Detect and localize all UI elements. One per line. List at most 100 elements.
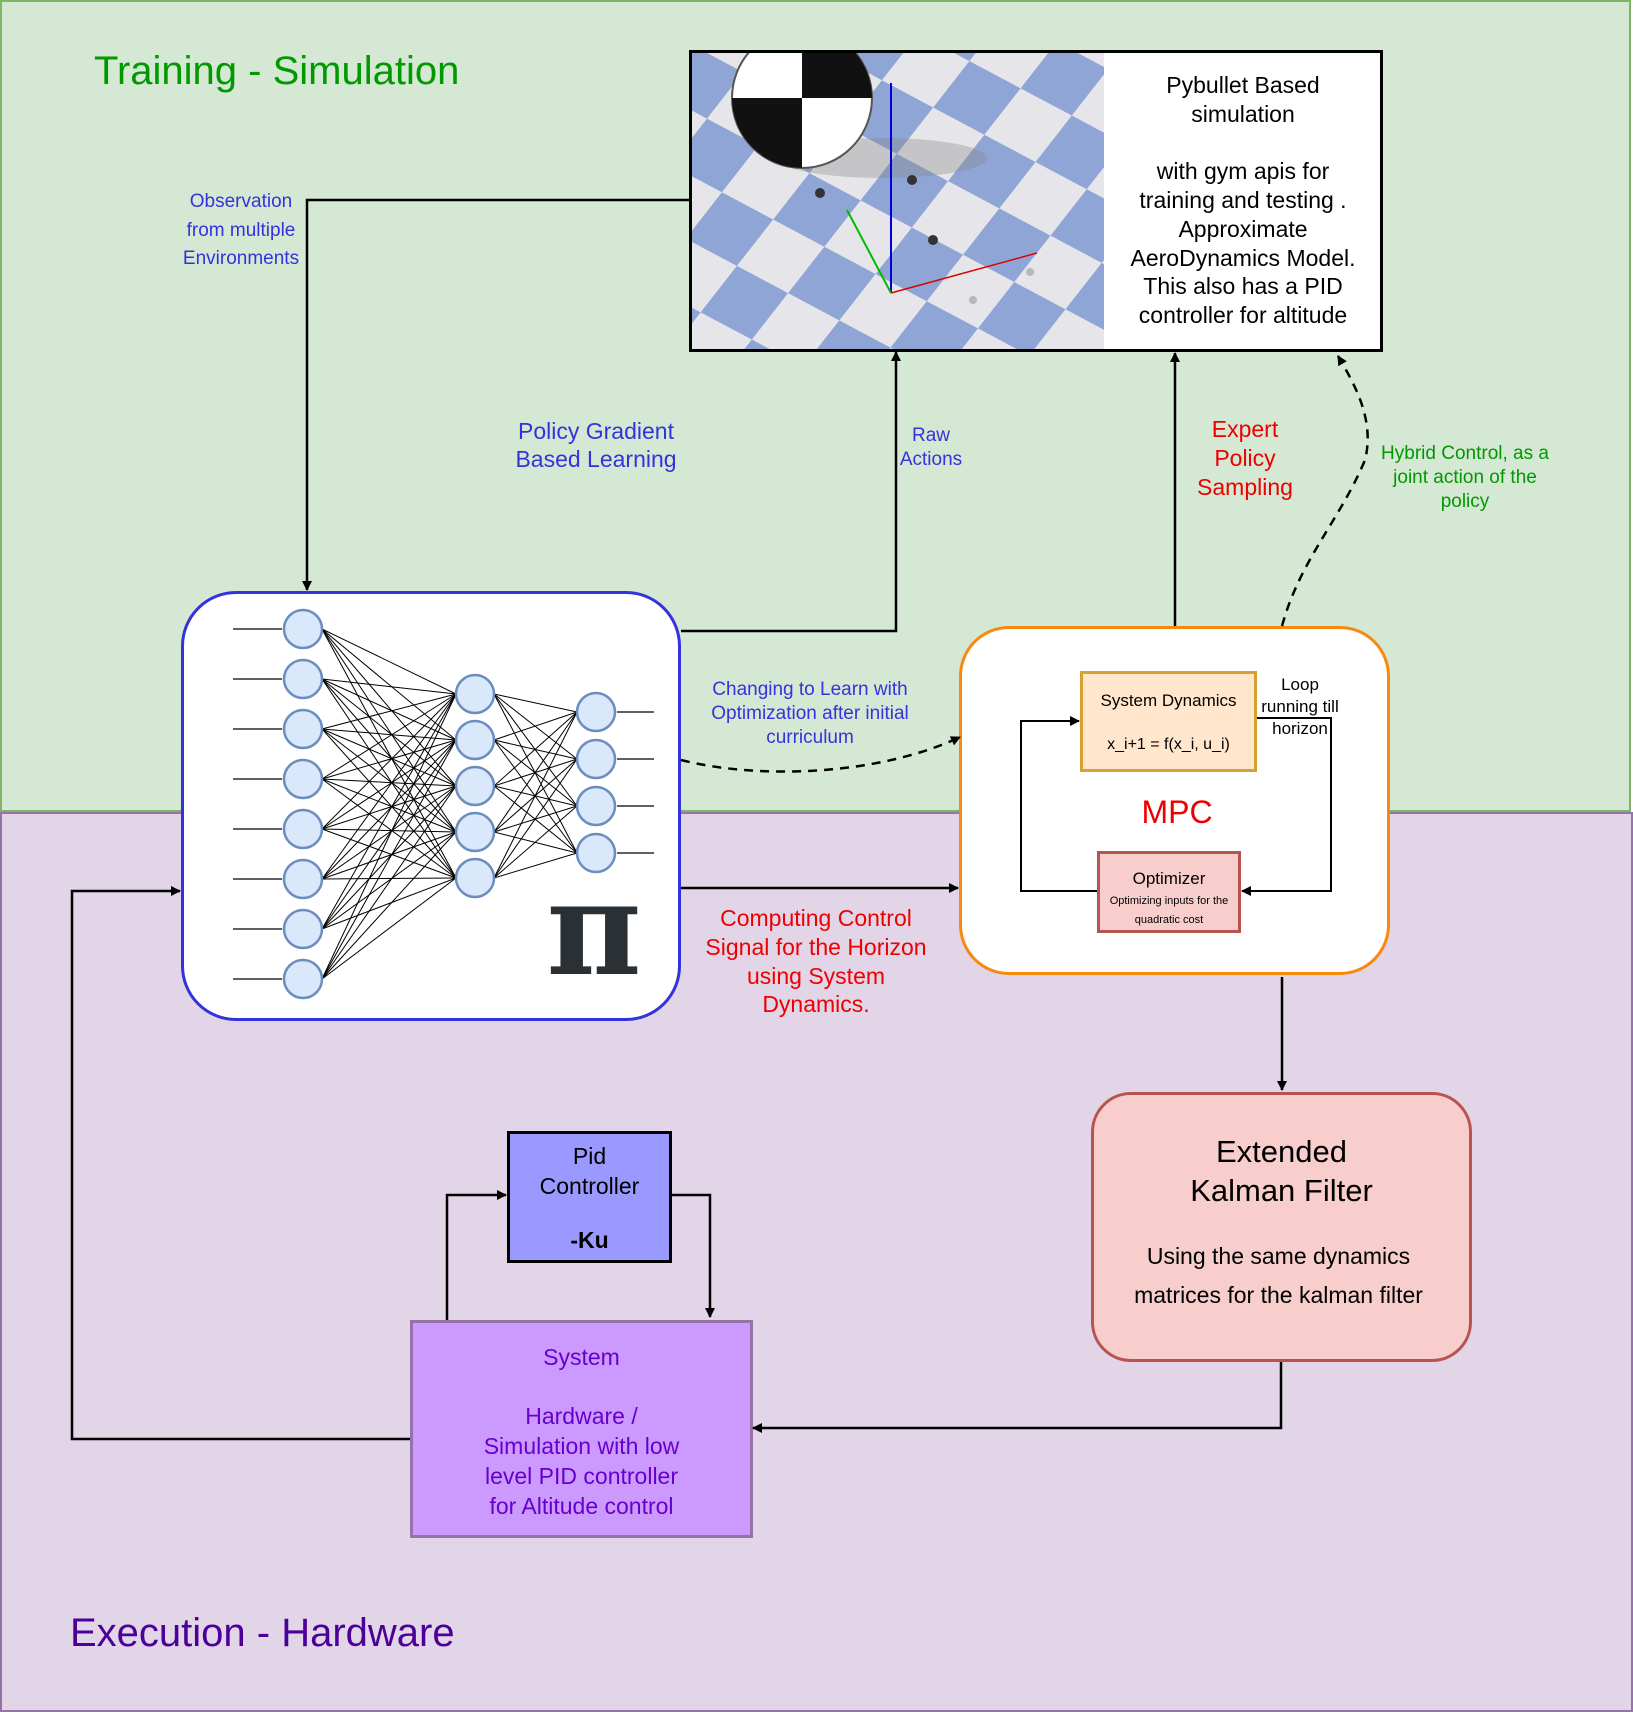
nn-connection [321, 785, 457, 880]
nn-connection [321, 778, 457, 833]
nn-connection [493, 711, 578, 833]
nn-neuron-layer-1 [282, 758, 324, 800]
nn-neuron-layer-2 [454, 765, 496, 807]
nn-connection [493, 711, 578, 741]
nn-connection [321, 785, 457, 830]
nn-connection [321, 785, 457, 930]
nn-connection [321, 693, 457, 880]
training-zone-title: Training - Simulation [94, 49, 460, 93]
nn-connection [493, 693, 578, 713]
nn-connection [321, 877, 457, 930]
system-to-pid-arrow [445, 1190, 507, 1320]
nn-connection [321, 628, 457, 787]
nn-connection [493, 805, 578, 879]
nn-connection [321, 739, 457, 980]
nn-neuron-layer-1 [282, 908, 324, 950]
nn-neuron-layer-1 [282, 958, 324, 1000]
simulation-box: Pybullet Based simulation with gym apis … [689, 50, 1383, 352]
nn-connection [321, 728, 457, 787]
observation-label: Observation from multiple Environments [182, 191, 300, 269]
system-title: System [543, 1344, 620, 1370]
observation-arrow [302, 198, 689, 591]
mpc-loop-to-optimizer-arrow [1241, 717, 1332, 896]
nn-neuron-layer-1 [282, 658, 324, 700]
nn-connection [321, 877, 457, 980]
nn-neuron-layer-2 [454, 857, 496, 899]
nn-connection [493, 852, 578, 879]
nn-connection [321, 728, 457, 741]
hybrid-control-arrow [1280, 355, 1369, 627]
nn-neuron-layer-2 [454, 811, 496, 853]
nn-connection [321, 678, 457, 787]
nn-connection [321, 693, 457, 980]
nn-connection [321, 728, 457, 833]
nn-connection [321, 628, 457, 833]
system-feedback-arrow [70, 886, 410, 1441]
neural-network-graphic [233, 608, 654, 1000]
nn-connection [321, 778, 457, 879]
nn-connection [321, 628, 457, 879]
nn-connection [321, 831, 457, 880]
system-box: System Hardware / Simulation with low le… [410, 1320, 753, 1538]
policy-gradient-label: Policy Gradient Based Learning [515, 418, 677, 472]
loop-label: Loop running till horizon [1261, 675, 1339, 739]
pid-controller-box: Pid Controller -Ku [507, 1131, 672, 1263]
nn-neuron-layer-2 [454, 673, 496, 715]
nn-connection [321, 628, 457, 695]
pi-symbol: π [546, 852, 642, 1005]
nn-neuron-layer-1 [282, 858, 324, 900]
nn-connection [321, 831, 457, 930]
execution-zone-title: Execution - Hardware [70, 1611, 455, 1655]
nn-connection [321, 828, 457, 879]
ekf-subtitle: Using the same dynamics matrices for the… [1134, 1243, 1423, 1309]
nn-connection [493, 711, 578, 879]
system-dynamics-equation: x_i+1 = f(x_i, u_i) [1107, 736, 1230, 753]
nn-connection [321, 693, 457, 730]
nn-connection [321, 739, 457, 880]
policy-network-box: π [181, 591, 681, 1021]
nn-neuron-layer-3 [575, 785, 617, 827]
hybrid-control-label: Hybrid Control, as a joint action of the… [1381, 443, 1549, 512]
computing-control-label: Computing Control Signal for the Horizon… [705, 905, 927, 1018]
ekf-box: Extended Kalman Filter Using the same dy… [1091, 1092, 1472, 1362]
nn-neuron-layer-3 [575, 738, 617, 780]
nn-connection [321, 628, 457, 741]
mpc-loop-to-dynamics-arrow [1020, 716, 1097, 892]
nn-neuron-layer-1 [282, 608, 324, 650]
nn-connection [321, 739, 457, 830]
optimizer-subtitle: Optimizing inputs for the quadratic cost [1109, 895, 1229, 927]
ekf-title: Extended Kalman Filter [1190, 1134, 1373, 1208]
nn-connection [321, 678, 457, 741]
nn-connection [321, 693, 457, 930]
nn-connection [321, 693, 457, 780]
nn-connection [321, 678, 457, 879]
nn-neuron-layer-3 [575, 832, 617, 874]
nn-connection [321, 728, 457, 879]
nn-connection [493, 711, 578, 787]
nn-neuron-layer-1 [282, 708, 324, 750]
nn-connection [321, 778, 457, 787]
pid-law: -Ku [570, 1227, 609, 1253]
system-dynamics-title: System Dynamics [1100, 691, 1237, 710]
optimizer-title: Optimizer [1132, 869, 1206, 888]
mpc-title: MPC [1141, 794, 1213, 830]
nn-connection [321, 678, 457, 695]
nn-connection [321, 831, 457, 980]
curriculum-switch-label: Changing to Learn with Optimization afte… [711, 679, 909, 748]
nn-connection [321, 785, 457, 980]
nn-neuron-layer-3 [575, 691, 617, 733]
expert-policy-label: Expert Policy Sampling [1197, 416, 1293, 500]
nn-connection [321, 877, 457, 880]
pid-to-system-arrow [672, 1193, 715, 1318]
system-dynamics-box: System Dynamics x_i+1 = f(x_i, u_i) [1080, 671, 1257, 772]
nn-connection [321, 693, 457, 830]
curriculum-switch-arrow [680, 735, 961, 773]
nn-neuron-layer-2 [454, 719, 496, 761]
nn-connection [321, 828, 457, 833]
nn-connection [321, 678, 457, 833]
raw-actions-label: Raw Actions [899, 425, 963, 470]
nn-neuron-layer-1 [282, 808, 324, 850]
pid-title: Pid Controller [539, 1143, 640, 1199]
ekf-to-system-arrow [752, 1362, 1283, 1433]
